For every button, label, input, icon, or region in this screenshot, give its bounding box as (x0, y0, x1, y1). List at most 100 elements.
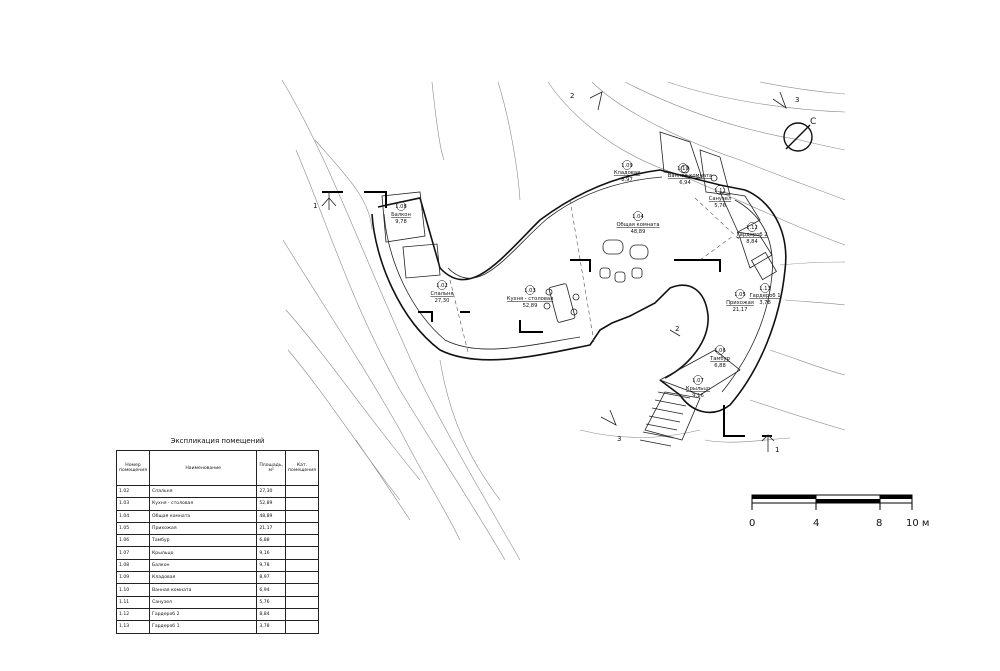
terrain-contours (281, 79, 846, 561)
cell-category (285, 521, 319, 536)
cell-category (285, 607, 319, 622)
room-number: 1.09 (621, 163, 633, 169)
room-1-08: 1.08 Балкон 9,78 (391, 201, 411, 225)
cell-area: 6,88 (256, 534, 286, 548)
room-1-05: 1.05 Прихожая 21,17 (726, 289, 754, 313)
cell-category (285, 546, 319, 560)
room-number: 1.11 (714, 188, 726, 194)
section-label-3-top: 3 (795, 96, 799, 104)
north-arrow: С (783, 117, 816, 152)
room-area: 5,76 (714, 203, 726, 209)
room-area: 27,30 (435, 298, 450, 304)
header-room-number: Номер помещения (115, 450, 151, 486)
cell-category (285, 509, 319, 523)
cell-number: 1.12 (115, 607, 151, 622)
cell-area: 5,76 (256, 595, 286, 609)
cell-number: 1.08 (115, 558, 151, 573)
cell-area: 27,30 (256, 484, 286, 499)
section-cut-lines (321, 91, 787, 452)
cell-number: 1.13 (115, 620, 151, 634)
cell-area: 48,89 (256, 509, 286, 523)
cell-name: Прихожая (149, 521, 258, 536)
north-arrow-label: С (810, 117, 816, 127)
cell-name: Санузел (149, 595, 258, 609)
room-name: Кладовая (614, 170, 640, 176)
room-area: 52,89 (523, 303, 538, 309)
cell-name: Кладовая (149, 571, 258, 585)
scale-label-8: 8 (876, 518, 883, 529)
explication-title: Экспликация помещений (170, 437, 265, 445)
header-room-name: Наименование (149, 450, 258, 486)
room-name: Тамбур (709, 356, 731, 362)
room-number: 1.13 (759, 286, 771, 292)
room-number: 1.10 (677, 166, 689, 172)
room-1-03: 1.03 Кухня - столовая 52,89 (507, 285, 553, 309)
table-header-row: Номер помещения Наименование Площадь, м²… (115, 450, 319, 486)
cell-category (285, 484, 319, 499)
scale-bar (751, 494, 913, 510)
cell-number: 1.07 (115, 546, 151, 560)
room-area: 21,17 (733, 307, 748, 313)
cell-name: Балкон (149, 558, 258, 573)
room-name: Гардероб 2 (736, 232, 767, 238)
room-name: Ванная комната (668, 173, 712, 179)
cell-category (285, 595, 319, 609)
room-name: Прихожая (726, 300, 754, 306)
room-name: Спальня (430, 291, 453, 297)
cell-name: Крыльцо (149, 546, 258, 560)
room-name: Крыльцо (686, 386, 710, 392)
cell-area: 9,16 (256, 546, 286, 560)
cell-number: 1.02 (115, 484, 151, 499)
cell-category (285, 534, 319, 548)
room-number: 1.02 (436, 283, 448, 289)
room-name: Гардероб 1 (749, 293, 780, 299)
building-outline (371, 131, 787, 447)
room-number: 1.12 (746, 225, 758, 231)
room-area: 48,89 (631, 229, 646, 235)
partition-lines (449, 197, 741, 353)
cell-number: 1.11 (115, 595, 151, 609)
cell-area: 52,89 (256, 497, 286, 511)
room-name: Балкон (391, 212, 411, 218)
room-number: 1.05 (734, 292, 746, 298)
room-area: 6,94 (679, 180, 691, 186)
cell-number: 1.05 (115, 521, 151, 536)
room-area: 9,78 (395, 219, 407, 225)
section-label-1-left: 1 (313, 202, 317, 210)
room-1-04: 1.04 Общая комната 48,89 (616, 211, 660, 235)
scale-label-10: 10 м (906, 518, 930, 529)
header-room-category: Кат. помещения (285, 450, 319, 486)
cell-category (285, 571, 319, 585)
room-1-02: 1.02 Спальня 27,30 (430, 280, 454, 304)
section-label-2-bottom: 2 (675, 325, 679, 333)
cell-number: 1.06 (115, 534, 151, 548)
cell-area: 21,17 (256, 521, 286, 536)
cell-name: Гардероб 2 (149, 607, 258, 622)
room-name: Санузел (709, 196, 732, 202)
explication-table: Номер помещения Наименование Площадь, м²… (115, 450, 319, 634)
scale-label-4: 4 (813, 518, 820, 529)
scale-label-0: 0 (749, 518, 756, 529)
room-number: 1.04 (632, 214, 644, 220)
section-label-2-top: 2 (570, 92, 574, 100)
room-name: Кухня - столовая (507, 296, 553, 302)
cell-name: Тамбур (149, 534, 258, 548)
room-number: 1.08 (395, 204, 407, 210)
cell-name: Ванная комната (149, 583, 258, 597)
room-1-12: 1.12 Гардероб 2 8,84 (736, 222, 768, 245)
room-1-06: 1.06 Тамбур 6,88 (709, 345, 731, 369)
room-1-07: 1.07 Крыльцо 9,16 (686, 375, 710, 399)
cell-number: 1.04 (115, 509, 151, 523)
